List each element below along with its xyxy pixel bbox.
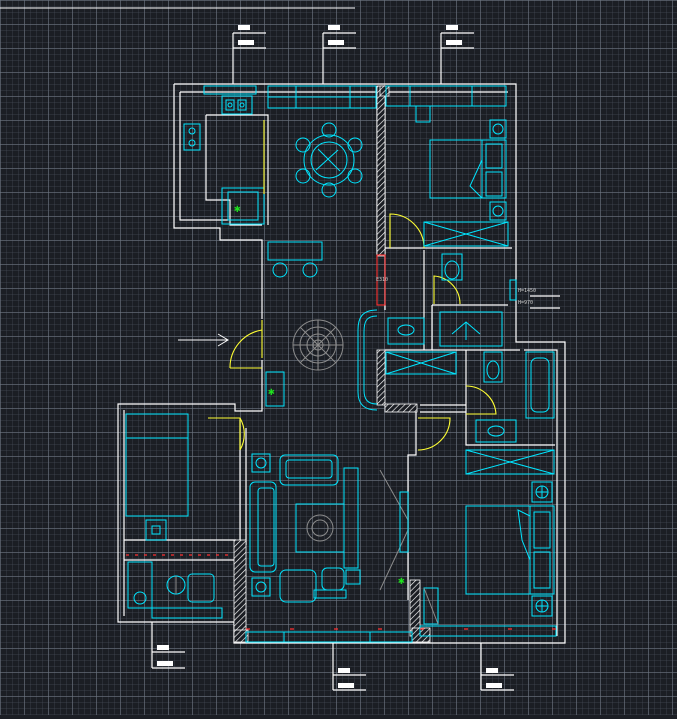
- bathroom-2[interactable]: [385, 351, 555, 443]
- partition-label: E310: [376, 277, 388, 283]
- foyer-rug[interactable]: [292, 319, 344, 371]
- window-tag[interactable]: [480, 643, 514, 691]
- kitchen[interactable]: ✱: [183, 95, 265, 225]
- window-tag[interactable]: [151, 622, 185, 669]
- foyer-cabinet[interactable]: [357, 309, 378, 411]
- living-room[interactable]: ✱: [249, 453, 409, 603]
- window-tags: [151, 25, 514, 691]
- height-label-1: H=1450: [518, 288, 536, 294]
- sideboard-and-stools[interactable]: [267, 241, 323, 278]
- interior-walls: [124, 86, 555, 600]
- second-bedroom[interactable]: [125, 413, 215, 609]
- partition-e310[interactable]: E310: [376, 254, 388, 306]
- foyer-plant[interactable]: ✱: [265, 371, 285, 407]
- dining-table[interactable]: [295, 122, 363, 198]
- entry-arrow: [178, 333, 229, 347]
- exterior-walls: [117, 83, 566, 644]
- master-bed[interactable]: [423, 119, 509, 247]
- third-bedroom[interactable]: [423, 449, 555, 625]
- window-tag[interactable]: [232, 25, 266, 84]
- window-tag[interactable]: [440, 25, 474, 84]
- svg-text:✱: ✱: [398, 574, 405, 587]
- hatched-walls: [233, 85, 431, 643]
- svg-text:✱: ✱: [234, 202, 241, 215]
- windows: [151, 85, 557, 643]
- doors[interactable]: [208, 213, 497, 451]
- bathroom-1[interactable]: H=1450 H=970: [387, 253, 560, 347]
- window-markers: [126, 554, 556, 630]
- height-label-2: H=970: [518, 300, 533, 306]
- window-tag[interactable]: [332, 643, 366, 691]
- svg-text:✱: ✱: [268, 385, 275, 398]
- window-tag[interactable]: [322, 25, 356, 84]
